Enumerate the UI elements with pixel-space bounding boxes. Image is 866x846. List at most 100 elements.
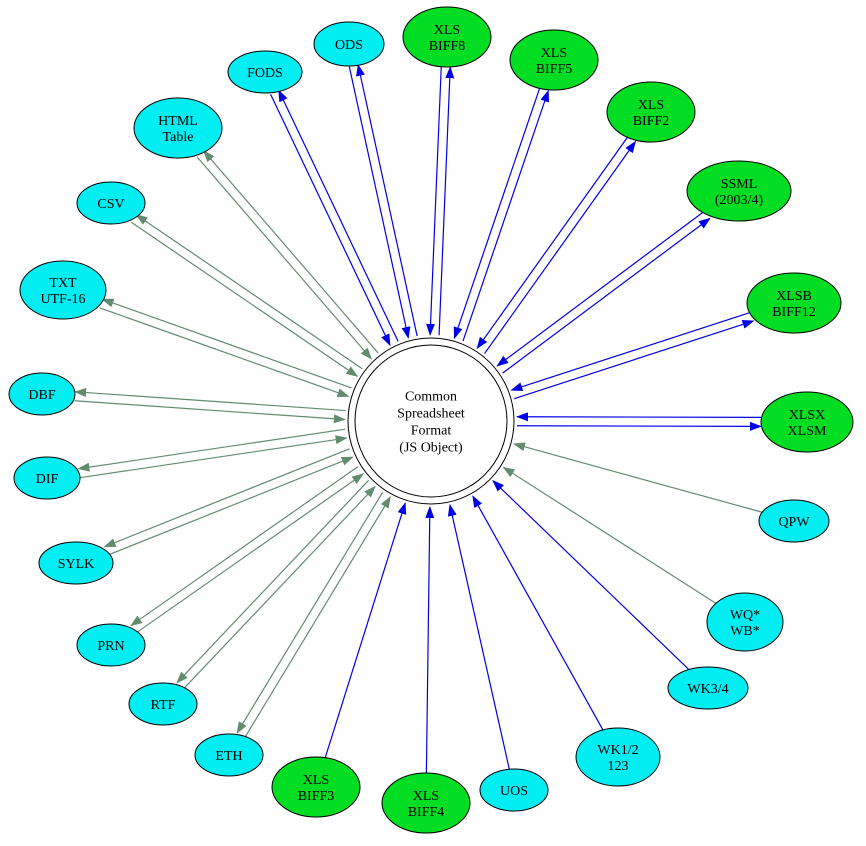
edge-xls-biff8-write (438, 66, 455, 336)
edge-xlsx-write (516, 421, 762, 431)
node-ods: ODS (313, 21, 385, 67)
edge-fods-read (270, 93, 391, 347)
node-dbf-shape (8, 372, 76, 416)
node-fods-shape (227, 50, 303, 94)
edge-txt-utf16-write (101, 298, 352, 389)
edge-ods-write (356, 63, 418, 337)
edge-uos-read (447, 503, 510, 770)
node-xlsb-shape (746, 272, 842, 334)
node-qpw-label: QPW (778, 515, 810, 530)
node-dbf-label: DBF (28, 388, 55, 403)
node-eth-label: ETH (215, 749, 242, 764)
edge-rtf-write (176, 479, 370, 684)
node-qpw-shape (758, 499, 830, 543)
edge-ssml-write (502, 217, 711, 374)
edge-eth-write (236, 491, 384, 734)
node-dbf: DBF (8, 372, 76, 416)
edge-xls-biff3-read (324, 502, 407, 758)
node-ssml: SSML(2003/4) (686, 160, 792, 222)
node-csv-label: CSV (97, 197, 124, 212)
node-ssml-label: SSML(2003/4) (715, 177, 764, 208)
edge-txt-utf16-read (99, 307, 350, 397)
edge-xls-biff5-write (462, 89, 550, 342)
edge-eth-read (244, 496, 391, 738)
edge-html-table-write (203, 150, 379, 354)
node-wk34-shape (667, 666, 749, 710)
edge-dbf-write (74, 388, 346, 412)
node-wq-wb-label: WQ*WB* (730, 608, 760, 639)
node-prn: PRN (76, 623, 146, 667)
node-prn-label: PRN (97, 639, 124, 654)
node-fods: FODS (227, 50, 303, 94)
node-txt-utf16-shape (19, 260, 107, 320)
node-qpw: QPW (758, 499, 830, 543)
edge-xlsx-read (516, 412, 762, 422)
node-wk12-123-shape (575, 727, 661, 787)
node-csv: CSV (76, 181, 146, 225)
node-eth-shape (194, 733, 264, 777)
node-wq-wb: WQ*WB* (706, 592, 784, 652)
node-rtf-label: RTF (151, 698, 176, 713)
edge-dif-read (79, 435, 348, 479)
edge-html-table-read (196, 156, 373, 360)
node-xls-biff3-shape (271, 756, 361, 818)
node-dif: DIF (13, 456, 81, 500)
node-sylk-shape (38, 541, 114, 585)
edge-csv-write (135, 214, 363, 370)
edge-wq-wb-read (502, 466, 717, 604)
node-xlsx-shape (760, 391, 854, 453)
edge-wk34-read (492, 479, 690, 670)
node-xls-biff5-shape (509, 29, 599, 91)
edge-xls-biff5-read (453, 87, 541, 340)
edge-xls-biff8-read (426, 66, 442, 336)
node-dif-label: DIF (36, 472, 59, 487)
edge-xls-biff4-read (425, 505, 435, 774)
node-dif-shape (13, 456, 81, 500)
edge-sylk-write (103, 448, 350, 548)
node-wq-wb-shape (706, 592, 784, 652)
edge-sylk-read (107, 456, 354, 556)
node-rtf-shape (128, 682, 198, 726)
edge-fods-write (278, 89, 399, 342)
node-xls-biff4-shape (381, 772, 471, 834)
node-sylk: SYLK (38, 541, 114, 585)
edge-dbf-read (74, 400, 346, 424)
node-xls-biff8-shape (402, 6, 492, 68)
edge-qpw-read (512, 442, 763, 513)
node-rtf: RTF (128, 682, 198, 726)
node-sylk-label: SYLK (58, 557, 95, 572)
node-ods-label: ODS (335, 38, 363, 53)
node-wk34-label: WK3/4 (687, 682, 728, 697)
edge-ods-read (348, 66, 411, 339)
node-ssml-shape (686, 160, 792, 222)
edge-ssml-read (496, 210, 705, 367)
node-uos: UOS (479, 768, 549, 812)
edge-xls-biff2-read (476, 136, 629, 350)
edges-layer (74, 63, 763, 774)
center-outer-circle (347, 337, 515, 505)
edge-dif-write (77, 428, 346, 472)
node-uos-shape (479, 768, 549, 812)
node-prn-shape (76, 623, 146, 667)
